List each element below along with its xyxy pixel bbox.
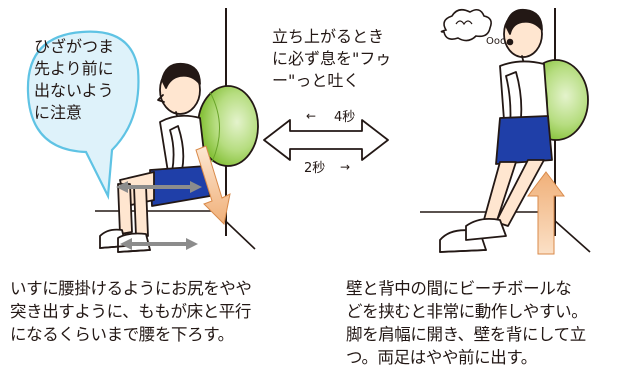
timing-arrow: [263, 119, 389, 161]
left-scene: ひざがつま 先より前に 出ないよう に注意: [26, 8, 259, 253]
up-arrow: [527, 171, 565, 255]
right-scene: Ooo: [420, 8, 591, 255]
floor-arrow: [120, 238, 198, 250]
standing-person: [439, 8, 553, 253]
beach-ball: [197, 85, 259, 167]
down-arrow: [195, 145, 231, 226]
speech-bubble: ひざがつま 先より前に 出ないよう に注意: [26, 30, 140, 200]
caption-right: 壁と背中の間にビーチボールな どを挟むと非常に動作しやすい。 脚を肩幅に開き、壁…: [346, 279, 588, 367]
timing-up-arrow: ←: [306, 109, 316, 123]
thought-bubble-text: Ooo: [486, 36, 506, 47]
timing-up-label: 4秒: [334, 110, 355, 125]
thought-bubble: Ooo: [440, 8, 506, 47]
timing-down-arrow: →: [340, 160, 350, 174]
thigh-arrow: [116, 181, 202, 193]
breathing-note: 立ち上がるとき に必ず息を"フゥ ー"っと吐く: [272, 27, 396, 90]
middle-note: 立ち上がるとき に必ず息を"フゥ ー"っと吐く ← 4秒 2秒 →: [263, 27, 396, 176]
caption-left: いすに腰掛けるようにお尻をやや 突き出すように、ももが床と平行 になるくらいまで…: [10, 279, 252, 344]
timing-down-label: 2秒: [304, 161, 325, 176]
bubble-text: ひざがつま 先より前に 出ないよう に注意: [34, 37, 119, 122]
